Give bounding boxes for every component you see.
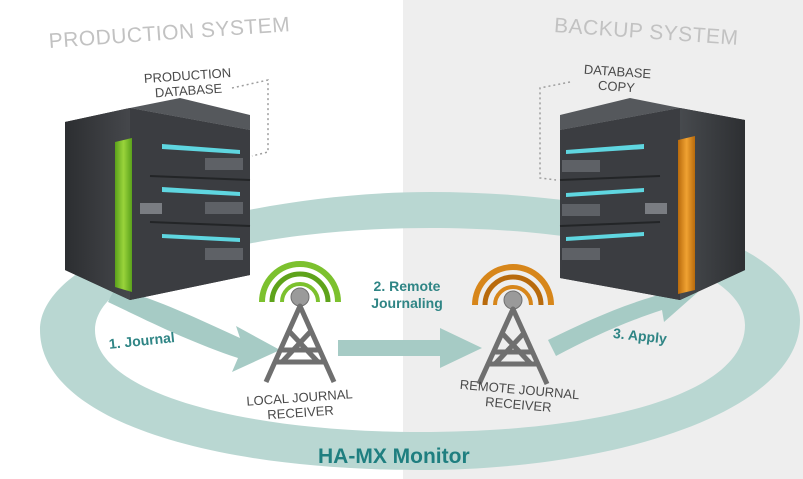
apply-arrow [548, 284, 698, 356]
remote-receiver-tower [472, 264, 554, 386]
database-copy-label: DATABASE COPY [571, 61, 663, 97]
remote-signal-waves [472, 264, 554, 306]
database-copy-callout [539, 81, 571, 181]
step-remote-line1: 2. Remote [373, 278, 441, 294]
step-remote-journaling-label: 2. Remote Journaling [362, 278, 452, 312]
local-receiver-tower [259, 261, 341, 384]
backup-status-bar [678, 136, 695, 294]
journal-arrow [108, 288, 280, 372]
ha-mx-monitor-label: HA-MX Monitor [318, 445, 470, 468]
production-status-bar [115, 138, 132, 292]
remote-journaling-arrow [338, 328, 482, 368]
production-server [65, 98, 251, 300]
step-remote-line2: Journaling [371, 295, 443, 311]
backup-server [559, 98, 745, 300]
local-signal-waves [259, 261, 341, 303]
